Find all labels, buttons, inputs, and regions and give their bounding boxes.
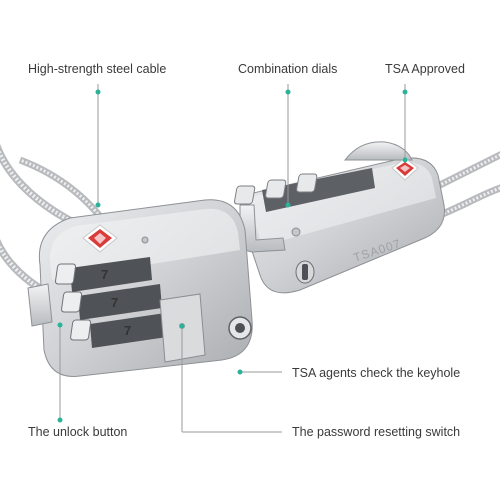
label-unlock-button: The unlock button — [28, 425, 128, 439]
keyhole-front — [228, 316, 252, 340]
label-password-reset-switch: The password resetting switch — [292, 425, 461, 439]
combination-dials-back — [234, 173, 318, 205]
label-keyhole: TSA agents check the keyhole — [292, 366, 461, 380]
keyhole-back — [295, 260, 315, 284]
unlock-button — [27, 283, 53, 327]
dial-digit: 7 — [101, 267, 108, 282]
tsa-diamond-icon — [82, 224, 118, 253]
label-tsa-approved: TSA Approved — [385, 62, 465, 76]
callout-dots — [57, 89, 408, 423]
combination-dials-front: 7 7 7 — [54, 257, 174, 348]
dial-digit: 7 — [124, 323, 131, 338]
callout-leaders — [59, 84, 406, 433]
lock-front-view: 7 7 7 — [27, 199, 253, 377]
lock-back-view: TSA007 — [234, 141, 445, 294]
label-steel-cable: High-strength steel cable — [28, 62, 167, 76]
dial-digit: 7 — [111, 295, 118, 310]
tsa-diamond-icon — [391, 157, 419, 181]
label-combination-dials: Combination dials — [238, 62, 338, 76]
